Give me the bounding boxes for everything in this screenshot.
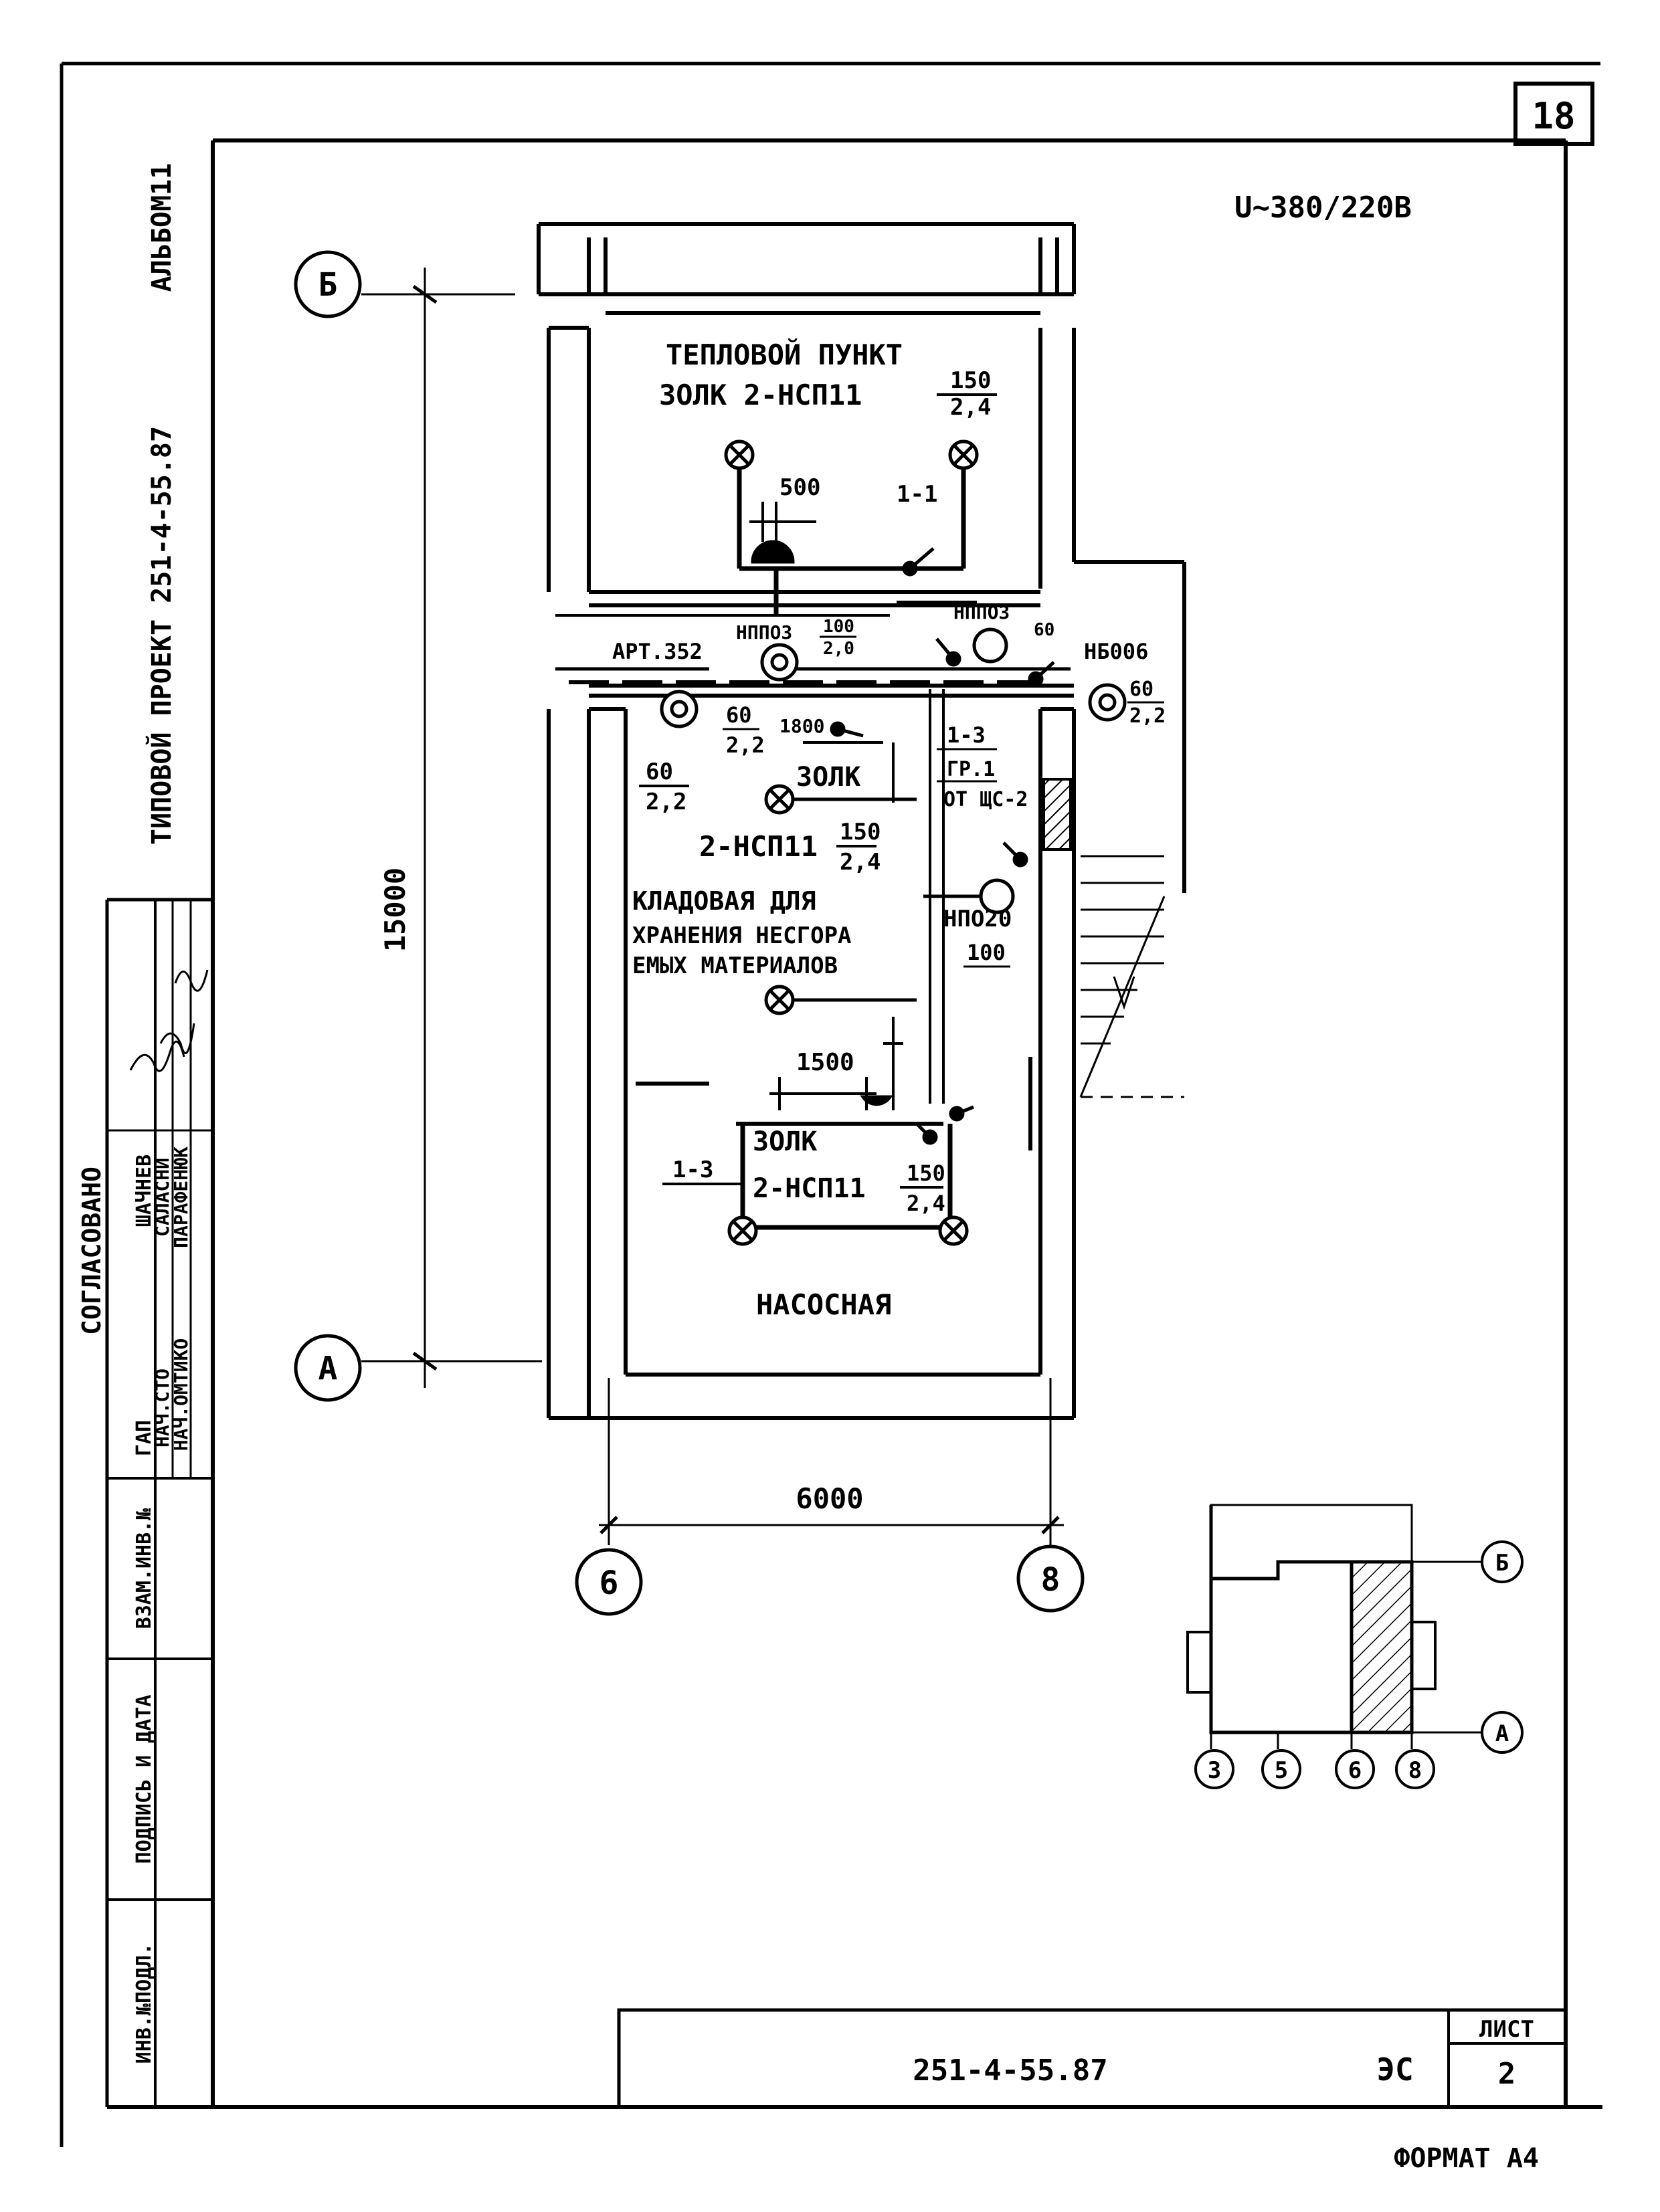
key-plan	[1186, 1504, 1482, 1749]
room-name-pump: НАСОСНАЯ	[756, 1288, 891, 1321]
nb006: НБ006	[1084, 639, 1148, 664]
left-light-power: 60	[646, 759, 673, 785]
approval-role-1: ГАП	[132, 1420, 156, 1456]
axis-label-8: 8	[1041, 1561, 1060, 1599]
circuit-1-1: 1-1	[897, 481, 937, 508]
axis-lines	[361, 268, 1064, 1545]
npo20: НПО20	[943, 906, 1012, 932]
mid-light-height: 2,2	[726, 732, 765, 758]
dimension-6000: 6000	[796, 1482, 863, 1515]
field-inv-orig: ИНВ.№ПОДЛ.	[132, 1943, 156, 2064]
axis-label-6: 6	[600, 1565, 619, 1602]
nppo3-a-height: 2,0	[823, 639, 854, 659]
switches	[830, 547, 1055, 1145]
storage-name-3: ЕМЫХ МАТЕРИАЛОВ	[632, 952, 838, 979]
nppo3-a: НППОЗ	[736, 621, 792, 643]
ceiling-light-icon	[979, 878, 1015, 914]
npo20-power: 100	[967, 940, 1006, 965]
dim-1800: 1800	[779, 715, 824, 737]
lamp-icon	[727, 1215, 758, 1246]
approval-name-1: ШАЧНЕВ	[132, 1154, 156, 1227]
field-signature-date: ПОДПИСЬ И ДАТА	[132, 1695, 156, 1864]
approval-name-3: ПАРАФЕНЮК	[170, 1146, 192, 1248]
room-name-heat-point: ТЕПЛОВОЙ ПУНКТ	[666, 338, 903, 371]
axis-marker-a: А	[294, 1334, 362, 1402]
dimension-ticks	[749, 502, 883, 1110]
ceiling-light-icon	[972, 627, 1008, 664]
storage-lamp-count: ЗОЛК	[796, 762, 860, 793]
voltage-label: U~380/220В	[1234, 191, 1412, 225]
mid-light-power: 60	[726, 702, 752, 728]
pump-power: 150	[907, 1161, 945, 1186]
dimension-15000: 15000	[379, 868, 411, 952]
key-axis-3: 3	[1208, 1757, 1221, 1784]
heat-point-power: 150	[950, 367, 991, 394]
panel-sc2: ОТ ЩС-2	[943, 788, 1028, 811]
album-label: АЛЬБОМ11	[147, 163, 177, 292]
storage-name-1: КЛАДОВАЯ ДЛЯ	[632, 886, 816, 916]
socket-icon	[860, 1095, 893, 1106]
heat-point-lamps: ЗОЛК 2-НСП11	[659, 379, 862, 411]
list-number: 2	[1498, 2057, 1516, 2091]
lamp-icon	[938, 1215, 969, 1246]
axis-marker-b: Б	[294, 250, 362, 318]
approval-role-3: НАЧ.ОМТИКО	[170, 1338, 192, 1451]
signatures	[129, 969, 209, 1072]
art-352: АРТ.352	[612, 639, 703, 664]
wall-lights	[660, 540, 1127, 1106]
key-plan-axes: Б А 3 5 6 8	[1194, 1540, 1524, 1789]
drawing-code: 251-4-55.87	[913, 2053, 1107, 2088]
nppo3-a-power: 100	[823, 617, 854, 637]
lamp-icon	[724, 439, 755, 470]
lamp-icon	[948, 439, 979, 470]
key-axis-8: 8	[1408, 1757, 1422, 1784]
lamp-fixtures	[724, 439, 979, 1246]
dim-1500: 1500	[796, 1049, 854, 1076]
field-replace-inv: ВЗАМ.ИНВ.№	[132, 1508, 156, 1629]
wiring	[555, 468, 1071, 1230]
pump-lamp-type: 2-НСП11	[753, 1173, 866, 1204]
key-axis-6: 6	[1348, 1757, 1362, 1784]
storage-lamp-type: 2-НСП11	[699, 830, 818, 863]
nb-power: 60	[1129, 678, 1154, 701]
axis-marker-6: 6	[575, 1548, 643, 1616]
staircase	[1042, 778, 1184, 1098]
approval-title: СОГЛАСОВАНО	[77, 1167, 106, 1335]
list-label: ЛИСТ	[1479, 2016, 1534, 2043]
pump-height: 2,4	[907, 1191, 945, 1216]
sheet-format: ФОРМАТ А4	[1394, 2143, 1539, 2174]
drawing-section: ЭС	[1376, 2051, 1413, 2088]
left-light-height: 2,2	[646, 789, 686, 815]
sheet-frame	[60, 62, 1602, 2147]
project-label: ТИПОВОЙ ПРОЕКТ 251-4-55.87	[145, 426, 177, 845]
dim-500: 500	[779, 474, 820, 501]
heat-point-height: 2,4	[950, 394, 991, 421]
sheet-number: 18	[1532, 95, 1575, 137]
pump-lamp-count: ЗОЛК	[753, 1126, 817, 1157]
group-1: ГР.1	[947, 758, 995, 781]
circuit-1-3-corridor: 1-3	[947, 722, 986, 748]
storage-power: 150	[840, 819, 881, 845]
axis-label-b: Б	[318, 266, 338, 304]
approval-name-2: САЛАСНИ	[151, 1158, 173, 1237]
axis-label-a: А	[318, 1350, 338, 1387]
nppo3-b: НППОЗ	[953, 601, 1010, 623]
key-axis-5: 5	[1275, 1757, 1288, 1784]
key-axis-a: А	[1495, 1720, 1509, 1747]
axis-marker-8: 8	[1016, 1544, 1085, 1613]
circuit-1-3-pump: 1-3	[672, 1157, 713, 1183]
nppo3-b-power: 60	[1034, 620, 1054, 640]
nb-height: 2,2	[1129, 704, 1166, 728]
socket-icon	[751, 540, 795, 564]
storage-height: 2,4	[840, 849, 881, 876]
storage-name-2: ХРАНЕНИЯ НЕСГОРА	[632, 922, 852, 949]
lamp-icon	[764, 784, 795, 815]
plan-annotations: ТЕПЛОВОЙ ПУНКТ ЗОЛК 2-НСП11 150 2,4 500 …	[612, 338, 1166, 1321]
key-axis-b: Б	[1495, 1550, 1509, 1577]
lamp-icon	[764, 985, 795, 1015]
approval-role-2: НАЧ.СТО	[151, 1369, 173, 1447]
